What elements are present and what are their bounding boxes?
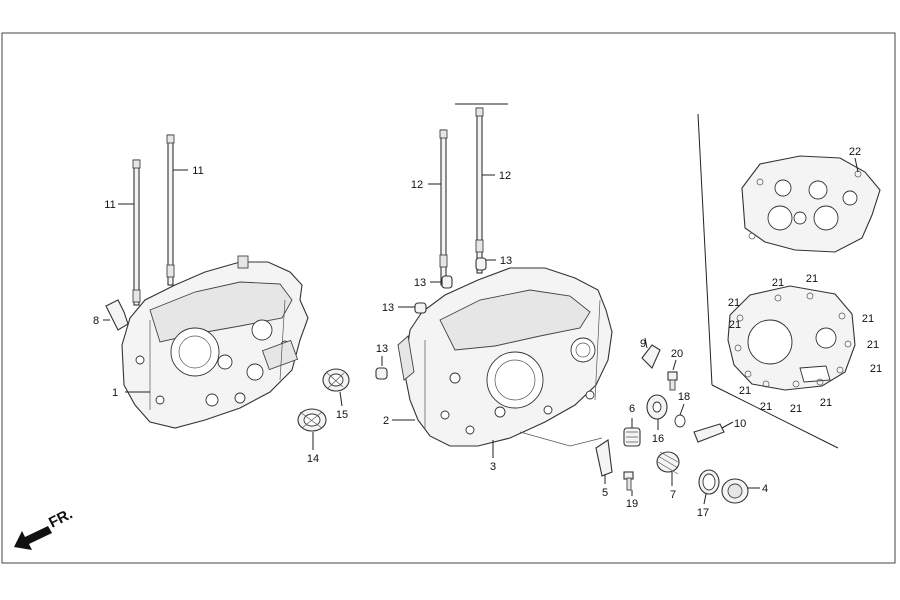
front-arrow-icon [14, 526, 52, 550]
callout-13-a: 13 [414, 277, 426, 289]
callout-21-d: 21 [862, 313, 874, 325]
callout-21-e: 21 [729, 319, 741, 331]
shaft-part-10 [693, 423, 725, 443]
callout-11-left: 11 [104, 199, 115, 211]
callout-16: 16 [652, 433, 664, 445]
bracket-part-8 [105, 299, 129, 331]
callout-6: 6 [629, 403, 635, 415]
drain-plug-part-4 [721, 478, 749, 504]
callout-21-g: 21 [870, 363, 882, 375]
callout-21-c: 21 [728, 297, 740, 309]
callout-10: 10 [734, 418, 746, 430]
callout-17: 17 [697, 507, 709, 519]
bolt-part-20 [667, 371, 678, 391]
callout-1: 1 [112, 387, 118, 399]
needle-bearing-14 [297, 408, 327, 432]
callout-8: 8 [93, 315, 99, 327]
bolt-part-19 [623, 471, 634, 491]
needle-bearing-15 [322, 368, 350, 392]
callout-21-f: 21 [867, 339, 879, 351]
left-crankcase [121, 255, 309, 429]
callout-labels: 1 2 3 4 5 6 7 8 9 10 11 11 12 12 13 13 1… [93, 146, 882, 519]
callout-21-j: 21 [790, 403, 802, 415]
callout-9: 9 [640, 338, 646, 350]
bracket-part-5 [595, 439, 613, 477]
callout-13-b: 13 [500, 255, 512, 267]
front-label: FR. [46, 505, 75, 531]
cover-gasket-21 [727, 285, 856, 391]
callout-7: 7 [670, 489, 676, 501]
callout-13-c: 13 [382, 302, 394, 314]
leader-lines [103, 157, 859, 505]
callout-12-left: 12 [411, 179, 423, 191]
callout-18: 18 [678, 391, 690, 403]
front-direction-arrow: FR. [14, 505, 75, 550]
callout-4: 4 [762, 483, 768, 495]
gear-part-6 [623, 427, 641, 447]
callout-13-d: 13 [376, 343, 388, 355]
callout-19: 19 [626, 498, 638, 510]
callout-21-b: 21 [806, 273, 818, 285]
section-divider [697, 113, 839, 449]
callout-22: 22 [849, 146, 861, 158]
seal-part-16 [646, 394, 668, 420]
right-crankcase [397, 267, 613, 447]
cover-gasket-22 [741, 155, 881, 253]
spring-part-7 [656, 451, 680, 475]
callout-20: 20 [671, 348, 683, 360]
plate-part-9 [641, 344, 661, 369]
callout-21-h: 21 [739, 385, 751, 397]
callout-21-a: 21 [772, 277, 784, 289]
callout-15: 15 [336, 409, 348, 421]
diagram-frame [1, 32, 896, 564]
callout-11-right: 11 [192, 165, 203, 177]
right-cylinder-studs [439, 107, 484, 286]
o-ring-part-18 [674, 414, 686, 428]
callout-2: 2 [383, 415, 389, 427]
callout-12-right: 12 [499, 170, 511, 182]
callout-14: 14 [307, 453, 319, 465]
callout-21-k: 21 [820, 397, 832, 409]
left-cylinder-studs [132, 134, 175, 306]
callout-3: 3 [490, 461, 496, 473]
callout-5: 5 [602, 487, 608, 499]
washer-part-17 [698, 469, 720, 495]
callout-21-i: 21 [760, 401, 772, 413]
dowel-pins-13 [375, 257, 487, 380]
